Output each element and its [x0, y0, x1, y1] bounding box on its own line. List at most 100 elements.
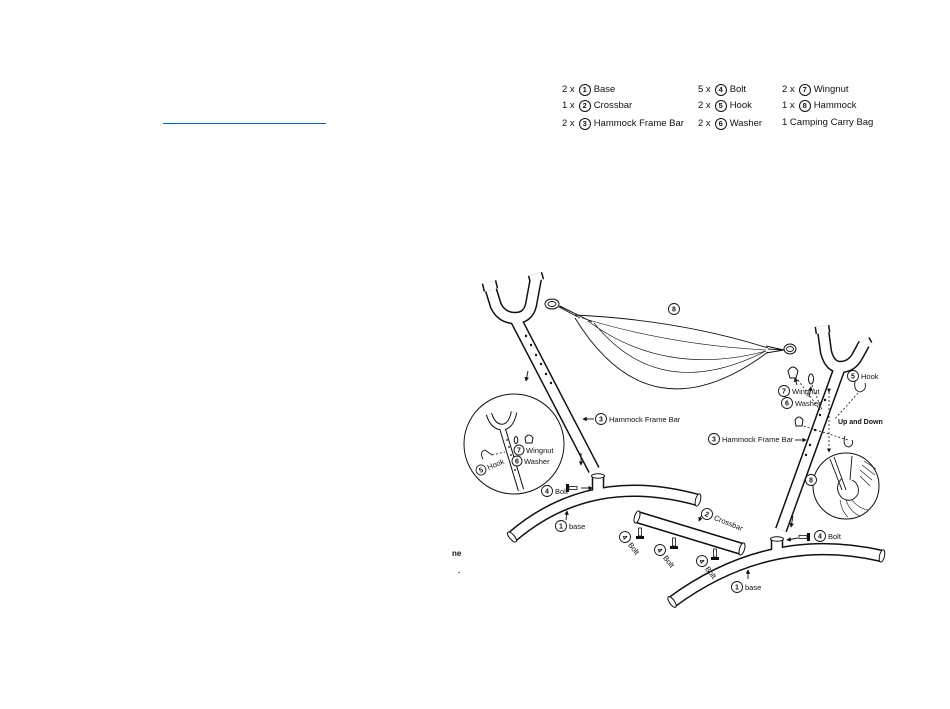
- inset-fabric-lines: [839, 499, 869, 518]
- part-number-circle: 6: [714, 118, 727, 130]
- up-and-down-label: Up and Down: [838, 419, 883, 426]
- number-circle: [555, 520, 567, 532]
- part-number-circle: 8: [798, 100, 811, 112]
- label-text: Bolt: [555, 487, 569, 496]
- hammock-fabric-lines: [581, 317, 767, 373]
- label-text: Wingnut: [526, 446, 554, 455]
- label-text: Hammock Frame Bar: [609, 415, 681, 424]
- inset-washer-label: 6 Washer: [511, 455, 550, 467]
- right-bolt-label: 4 Bolt: [814, 530, 842, 542]
- part-number: 4: [545, 489, 549, 496]
- part-number: 4: [697, 558, 705, 565]
- part-qty: 2 x: [562, 118, 575, 129]
- number-circle: [847, 370, 859, 382]
- dashed-guide-line: [799, 424, 849, 441]
- assembly-arrows: [524, 370, 813, 579]
- hole: [514, 469, 516, 471]
- part-number-circle: 4: [714, 84, 727, 96]
- number-circle: [814, 530, 826, 542]
- hammock-ring-right-inner: [786, 346, 794, 352]
- bolt-icon: [635, 527, 645, 540]
- part-name: Base: [593, 84, 616, 95]
- label-text: Washer: [795, 399, 821, 408]
- left-base-label: 1 base: [555, 520, 585, 532]
- hole: [534, 353, 538, 357]
- number-circle: [619, 531, 631, 543]
- right-hook-label: 5 Hook: [847, 370, 879, 382]
- hole: [804, 453, 808, 457]
- part-name: Hook: [729, 100, 752, 111]
- hole: [813, 428, 817, 432]
- arrow-down-icon: [789, 515, 794, 528]
- part-number: 8: [809, 478, 813, 485]
- number-circle: [541, 485, 553, 497]
- dashed-guide-lines: [797, 379, 859, 421]
- label-text: Washer: [524, 457, 550, 466]
- part-qty: 5 x: [698, 84, 711, 95]
- hook-icon: [854, 377, 866, 393]
- tube-end-caps: [506, 473, 886, 608]
- hole: [544, 372, 548, 376]
- part-number: 7: [782, 389, 786, 396]
- right-wingnut-label: 7 Wingnut: [778, 385, 820, 397]
- left-detail-inset: [463, 393, 565, 495]
- part-number: 7: [517, 448, 521, 455]
- washer-icon: [808, 373, 814, 385]
- left-base-end-cap: [694, 493, 702, 507]
- hammock-ring-left: [544, 298, 560, 310]
- part-number: 3: [712, 437, 716, 444]
- parts-list-item: 1 Camping Carry Bag: [782, 117, 873, 129]
- right-base-end-cap: [667, 596, 677, 608]
- part-qty: 2 x: [562, 84, 575, 95]
- label-text: base: [569, 522, 585, 531]
- hole: [529, 343, 533, 347]
- part-number: 8: [672, 307, 676, 314]
- inset-hatching: [859, 460, 877, 487]
- part-qty: 2 x: [698, 118, 711, 129]
- label-text: Hook: [861, 372, 879, 381]
- hook-icon: [480, 449, 493, 460]
- part-qty: 1 x: [782, 100, 795, 111]
- left-base-end-cap: [506, 531, 518, 543]
- right-hardware: [787, 366, 866, 453]
- part-name: Washer: [729, 118, 763, 129]
- inset-frame-bar-fill: [486, 411, 524, 491]
- washer-icon: [513, 436, 519, 444]
- label-text: Hammock Frame Bar: [722, 435, 794, 444]
- part-number: 6: [785, 401, 789, 408]
- part-name: Crossbar: [593, 100, 633, 111]
- left-frame-bar-label: 3 Hammock Frame Bar: [595, 413, 681, 425]
- label-text: base: [745, 583, 761, 592]
- hole: [823, 398, 827, 402]
- cropped-text: ne: [452, 549, 462, 558]
- part-name: Hammock: [813, 100, 857, 111]
- part-number: 4: [620, 534, 628, 541]
- part-number: 5: [478, 467, 484, 475]
- number-circle: [778, 385, 790, 397]
- arrow-up-icon: [808, 386, 813, 398]
- hole: [539, 362, 543, 366]
- number-circle: [513, 444, 525, 456]
- part-name: Hammock Frame Bar: [593, 118, 684, 129]
- part-name: Bolt: [729, 84, 747, 95]
- label-text: Crossbar: [713, 513, 745, 533]
- left-bolt-label: 4 Bolt: [541, 485, 569, 497]
- right-inset-label: 8: [805, 474, 817, 486]
- hammock: [544, 298, 797, 390]
- hole: [524, 334, 528, 338]
- number-circle: [708, 433, 720, 445]
- inset-circle: [463, 393, 565, 495]
- number-circle: [595, 413, 607, 425]
- left-base: [508, 486, 700, 541]
- part-number: 5: [851, 374, 855, 381]
- inset-wingnut-label: 7 Wingnut: [513, 444, 554, 456]
- inset-circle: [812, 452, 880, 520]
- hammock-label: 8: [668, 303, 680, 315]
- hammock-belly: [574, 317, 769, 390]
- bolt-icon: [710, 548, 720, 561]
- hyperlink-underline[interactable]: [163, 123, 326, 124]
- arrow-down-icon: [524, 370, 529, 382]
